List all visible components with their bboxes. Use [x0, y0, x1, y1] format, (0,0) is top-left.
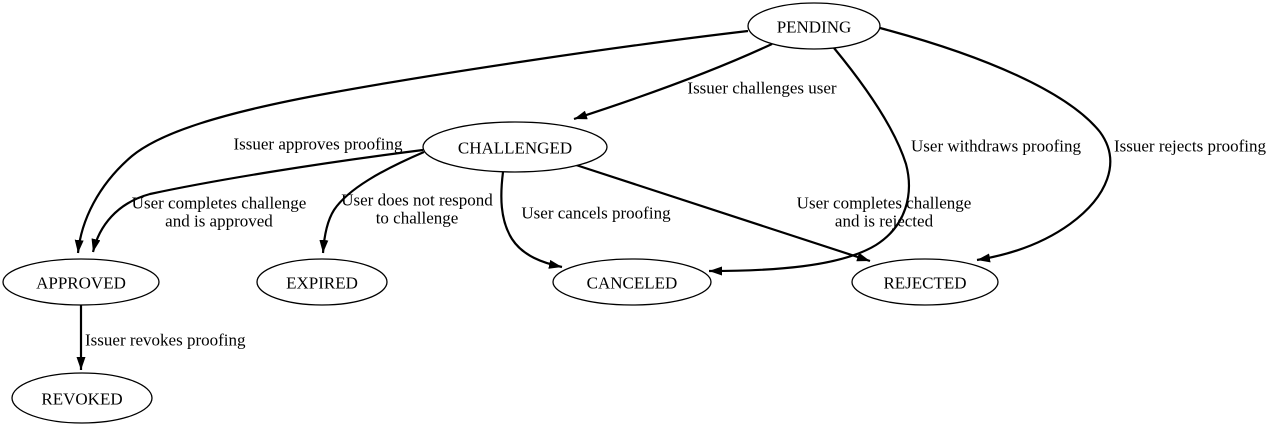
- node-canceled: CANCELED: [552, 258, 712, 306]
- node-ellipse-revoked: [11, 372, 153, 424]
- edge-pending-to-challenged: [573, 43, 773, 121]
- nodes-layer: PENDING CHALLENGED APPROVED EXPIRED CANCELED…: [2, 2, 999, 424]
- edge-challenged-to-approved: [91, 148, 424, 253]
- node-label-rejected: REJECTED: [883, 274, 966, 293]
- node-ellipse-challenged: [422, 121, 608, 173]
- node-pending: PENDING: [747, 2, 881, 50]
- node-ellipse-approved: [2, 258, 160, 306]
- edge-label-pending-to-canceled-line1: User withdraws proofing: [911, 137, 1081, 156]
- node-ellipse-expired: [256, 258, 388, 306]
- node-label-expired: EXPIRED: [286, 274, 358, 293]
- edge-pending-to-approved: [74, 29, 749, 254]
- node-label-canceled: CANCELED: [587, 274, 678, 293]
- node-expired: EXPIRED: [256, 258, 388, 306]
- node-challenged: CHALLENGED: [422, 121, 608, 173]
- node-ellipse-pending: [747, 2, 881, 50]
- edge-challenged-to-canceled: [500, 171, 563, 269]
- node-label-revoked: REVOKED: [41, 390, 122, 409]
- node-label-pending: PENDING: [777, 18, 852, 37]
- edge-label-pending-to-approved-line1: Issuer approves proofing: [233, 135, 403, 154]
- node-rejected: REJECTED: [851, 258, 999, 306]
- edge-label-challenged-to-expired-line1: User does not respond: [341, 191, 493, 210]
- node-label-challenged: CHALLENGED: [458, 139, 572, 158]
- edge-label-challenged-to-approved-line2: and is approved: [165, 212, 273, 231]
- edge-label-pending-to-challenged-line1: Issuer challenges user: [687, 79, 837, 98]
- node-approved: APPROVED: [2, 258, 160, 306]
- node-label-approved: APPROVED: [36, 274, 126, 293]
- edge-pending-to-canceled: [708, 47, 910, 276]
- node-ellipse-canceled: [552, 258, 712, 306]
- edge-label-challenged-to-expired-line2: to challenge: [376, 209, 459, 228]
- edge-label-challenged-to-rejected-line1: User completes challenge: [797, 194, 972, 213]
- node-ellipse-rejected: [851, 258, 999, 306]
- edge-label-approved-to-revoked-line1: Issuer revokes proofing: [85, 331, 246, 350]
- node-revoked: REVOKED: [11, 372, 153, 424]
- edge-label-challenged-to-approved-line1: User completes challenge: [132, 194, 307, 213]
- edge-label-challenged-to-rejected-line2: and is rejected: [835, 212, 934, 231]
- edge-challenged-to-expired: [319, 150, 425, 254]
- edge-challenged-to-rejected: [575, 163, 871, 263]
- edge-label-challenged-to-canceled-line1: User cancels proofing: [521, 204, 671, 223]
- edge-label-pending-to-rejected-line1: Issuer rejects proofing: [1114, 137, 1267, 156]
- edges-layer: [74, 26, 1112, 370]
- edge-pending-to-rejected: [879, 26, 1112, 263]
